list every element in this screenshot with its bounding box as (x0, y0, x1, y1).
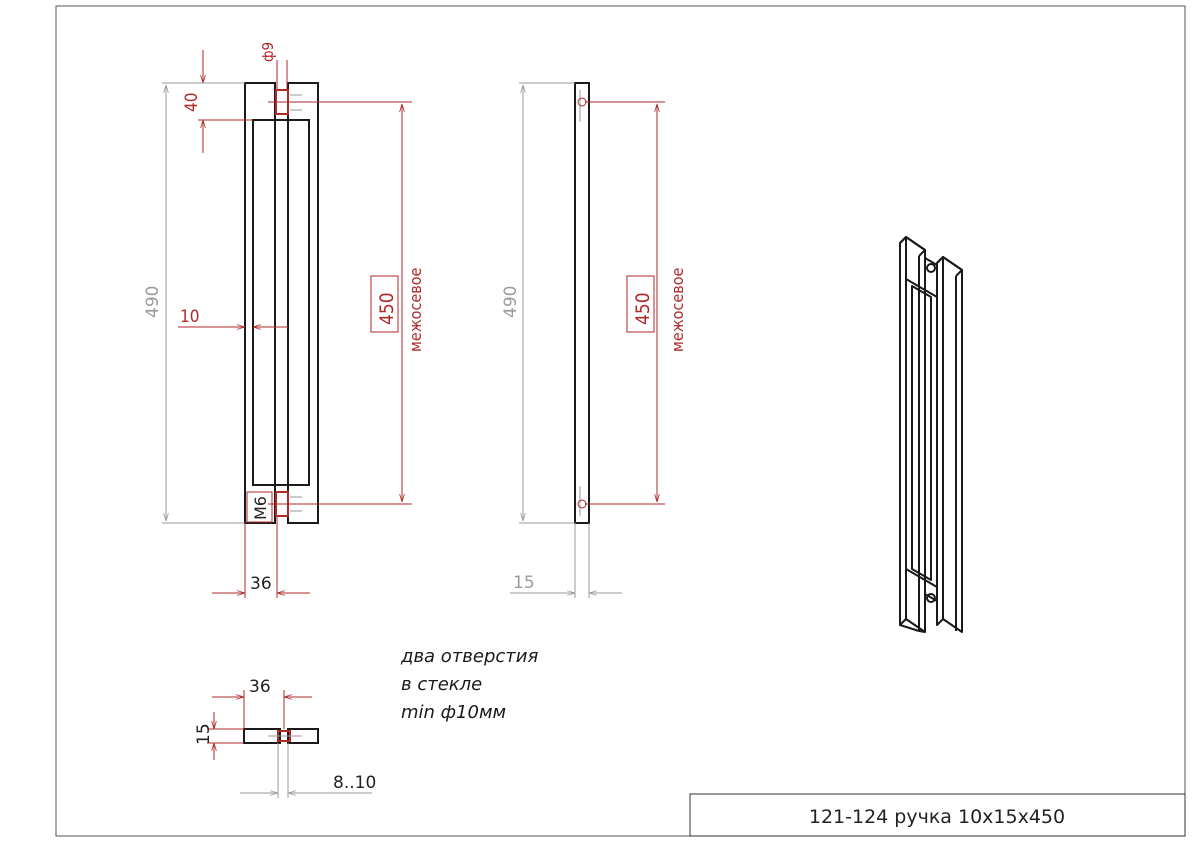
side-center-distance-caption: межосевое (668, 267, 687, 352)
isometric-view (899, 236, 963, 633)
section-view: 36 15 8..10 (194, 677, 376, 798)
front-view: ф9 40 490 10 450 межосевое М6 36 (143, 42, 425, 598)
note-line-3: min ф10мм (401, 702, 506, 723)
side-total-length-label: 490 (501, 286, 521, 318)
top-offset-label: 40 (182, 93, 202, 112)
note-block: два отверстия в стекле min ф10мм (400, 646, 538, 723)
front-post-left (244, 82, 276, 524)
front-inner-window (252, 119, 310, 486)
side-center-distance-label: 450 (632, 292, 654, 325)
front-bar-right (287, 82, 319, 524)
title-text: 121-124 ручка 10х15х450 (809, 806, 1065, 828)
note-line-1: два отверстия (400, 646, 538, 667)
center-distance-label: 450 (376, 292, 398, 325)
section-depth-label: 36 (249, 677, 271, 697)
side-bar (574, 82, 590, 524)
total-length-label: 490 (143, 286, 163, 318)
bar-thickness-label: 10 (180, 307, 199, 327)
thread-label: М6 (251, 496, 270, 520)
side-thickness-label: 15 (513, 573, 535, 593)
title-block: 121-124 ручка 10х15х450 (689, 793, 1186, 837)
section-height-label: 15 (194, 723, 214, 745)
center-distance-caption: межосевое (406, 267, 425, 352)
sheet-frame (55, 5, 1186, 837)
side-view: 490 450 межосевое 15 (501, 82, 687, 598)
hole-diameter-label: ф9 (259, 42, 277, 62)
note-line-2: в стекле (401, 674, 482, 695)
glass-range-label: 8..10 (333, 773, 376, 793)
depth-label: 36 (250, 574, 272, 594)
